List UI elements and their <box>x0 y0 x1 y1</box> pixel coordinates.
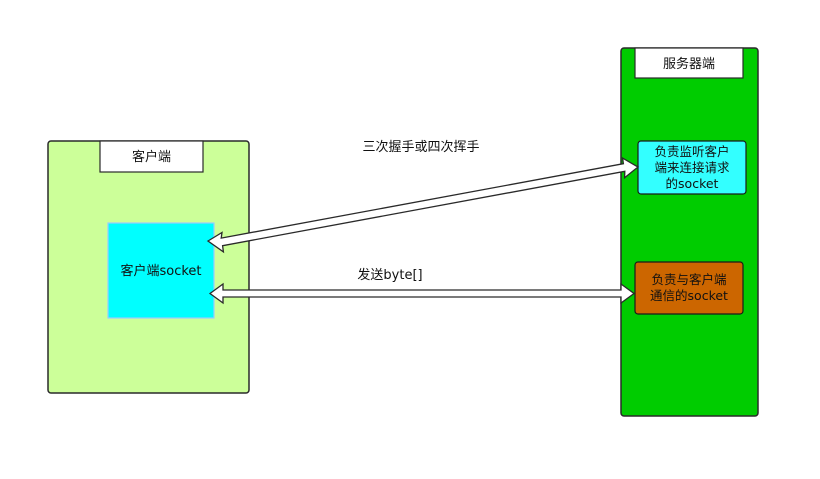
handshake-arrow <box>206 156 640 254</box>
server-panel <box>620 47 759 417</box>
client-title: 客户端 <box>132 149 171 165</box>
client-socket-box[interactable] <box>107 222 215 319</box>
server-node[interactable]: 服务器端 负责监听客户 端来连接请求 的socket 负责与客户端 通信的soc… <box>620 47 759 417</box>
listen-socket-line-3: 的socket <box>666 176 719 191</box>
transfer-label: 发送byte[] <box>357 267 422 283</box>
handshake-label: 三次握手或四次挥手 <box>362 139 479 155</box>
client-node[interactable]: 客户端 客户端socket <box>47 140 250 394</box>
comm-socket-box[interactable] <box>634 261 744 315</box>
listen-socket-line-1: 负责监听客户 <box>654 144 729 159</box>
server-title: 服务器端 <box>663 56 715 72</box>
comm-socket-line-2: 通信的socket <box>650 288 728 303</box>
listen-socket-line-2: 端来连接请求 <box>654 160 730 175</box>
handshake-connector[interactable] <box>206 156 640 254</box>
transfer-arrow <box>208 282 636 305</box>
client-socket-label: 客户端socket <box>120 263 201 279</box>
comm-socket-line-1: 负责与客户端 <box>651 272 726 287</box>
client-title-box <box>99 140 204 173</box>
transfer-connector[interactable] <box>208 282 636 305</box>
server-title-box <box>634 47 744 79</box>
